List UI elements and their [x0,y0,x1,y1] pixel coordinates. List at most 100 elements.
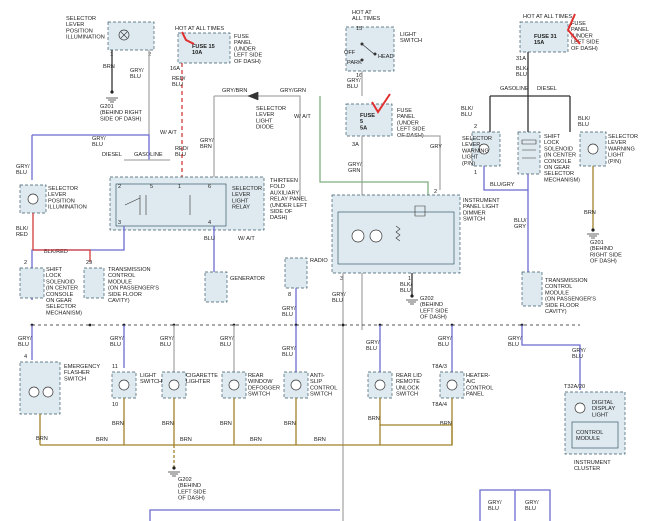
wire-label: BLK/BLU [400,282,413,294]
label-line: OF DASH) [420,315,447,321]
wire-label: GRY/BLU [488,500,502,512]
bulb-icon [446,379,458,391]
pin-label: 10 [112,402,118,408]
pin-label: 2 [474,124,477,130]
label-line: LEVER [608,140,626,146]
diode-icon [247,91,259,101]
pin-label: 31A [516,56,526,62]
wire-label: GRY/BLU [282,306,296,318]
label-line: BLU [508,342,519,348]
label-line: GRY/ [366,340,380,346]
label-line: AUXILIARY [270,190,299,196]
label-line: FUSE [397,108,412,114]
wire-label: GRY/BLU [16,164,30,176]
wire-label: BRN [368,416,380,422]
label-line: LIGHT [140,373,157,379]
label-line: G201 [100,104,114,110]
label-line: OF DASH) [234,59,261,65]
label-line: GRY/ [220,336,234,342]
wire-label: BRN [112,421,124,427]
label-line: PANEL [571,27,589,33]
fuse-5-box [345,103,393,137]
label-line: ALL TIMES [352,16,381,22]
label-line: LIGHT [256,118,273,124]
label-line: PANEL [466,392,484,398]
label-line: LEVER [256,112,274,118]
w-at-label: W/ A/T [160,130,177,136]
wire-blu-bottom [149,509,340,521]
label-line: 10A [192,50,202,56]
label-line: BLK/ [516,66,529,72]
label-line: SIDE OF DASH) [100,116,141,122]
label-line: FLASHER [64,370,90,376]
label-line: GRY/ [282,306,296,312]
label-line: LEFT SIDE [571,40,599,46]
label-line: PANEL LIGHT [463,204,499,210]
wire-label: GRY/BLU [525,500,539,512]
wire-label: BRN [180,437,192,443]
label-line: GRY/ [160,336,174,342]
label-line: BLU [438,342,449,348]
switch-pos-label: OFF [344,50,356,56]
rheostat-icon [395,225,401,242]
label-line: LIGHTER [186,379,210,385]
label-line: LEFT SIDE [178,489,206,495]
label-line: CONSOLE [46,292,74,298]
pin-label: 1 [408,276,411,282]
label-line: SLIP [310,379,322,385]
label-line: LOCK [544,140,560,146]
wire-label: BRN [220,421,232,427]
label-line: CONTROL [310,385,337,391]
label-line: BLU [516,72,527,78]
label-line: GRY [514,224,526,230]
wire-label: GRY/BLU [220,336,234,348]
label-line: SELECTOR [608,134,638,140]
wire-label: GRY/BLU [130,68,144,80]
wire-label: GRY/BLU [160,336,174,348]
label-line: (UNDER [234,46,256,52]
sel-warn-left-box [471,131,501,167]
pin-label: 16A [170,66,180,72]
label-line: POSITION [48,198,75,204]
shift-lock-left-box [19,267,45,299]
label-line: PANEL [234,40,252,46]
wire-label: BLU [204,236,215,242]
bulb-icon [42,386,54,398]
label-line: SELECTOR [256,106,286,112]
bulb-icon [118,29,130,41]
label-line: (BEHIND [178,483,201,489]
wire-label: BLK/RED [44,249,68,255]
label-line: SHIFT [46,267,63,273]
switch-pos-label: PARK [347,60,362,66]
label-line: SELECTOR [544,171,574,177]
label-line: (UNDER [397,120,419,126]
label-line: BLK/ [461,106,474,112]
label-line: BLU [220,342,231,348]
label-line: LEFT SIDE [397,127,425,133]
label-line: OF DASH) [178,496,205,502]
label-line: MODULE [108,279,132,285]
label-line: ILLUMINATION [66,35,105,41]
wire-gry-blu-left [32,134,150,160]
label-line: SWITCH [463,217,485,223]
label-line: BLU [160,342,171,348]
relay-switch-icon [124,197,141,206]
label-line: LEFT SIDE [420,308,448,314]
label-line: LEVER [232,192,250,198]
red-check-annotation-2 [371,93,391,114]
label-line: DISPLAY [592,406,615,412]
label-line: GRY/ [130,68,144,74]
wire-label: GRY/BLU [332,292,346,304]
